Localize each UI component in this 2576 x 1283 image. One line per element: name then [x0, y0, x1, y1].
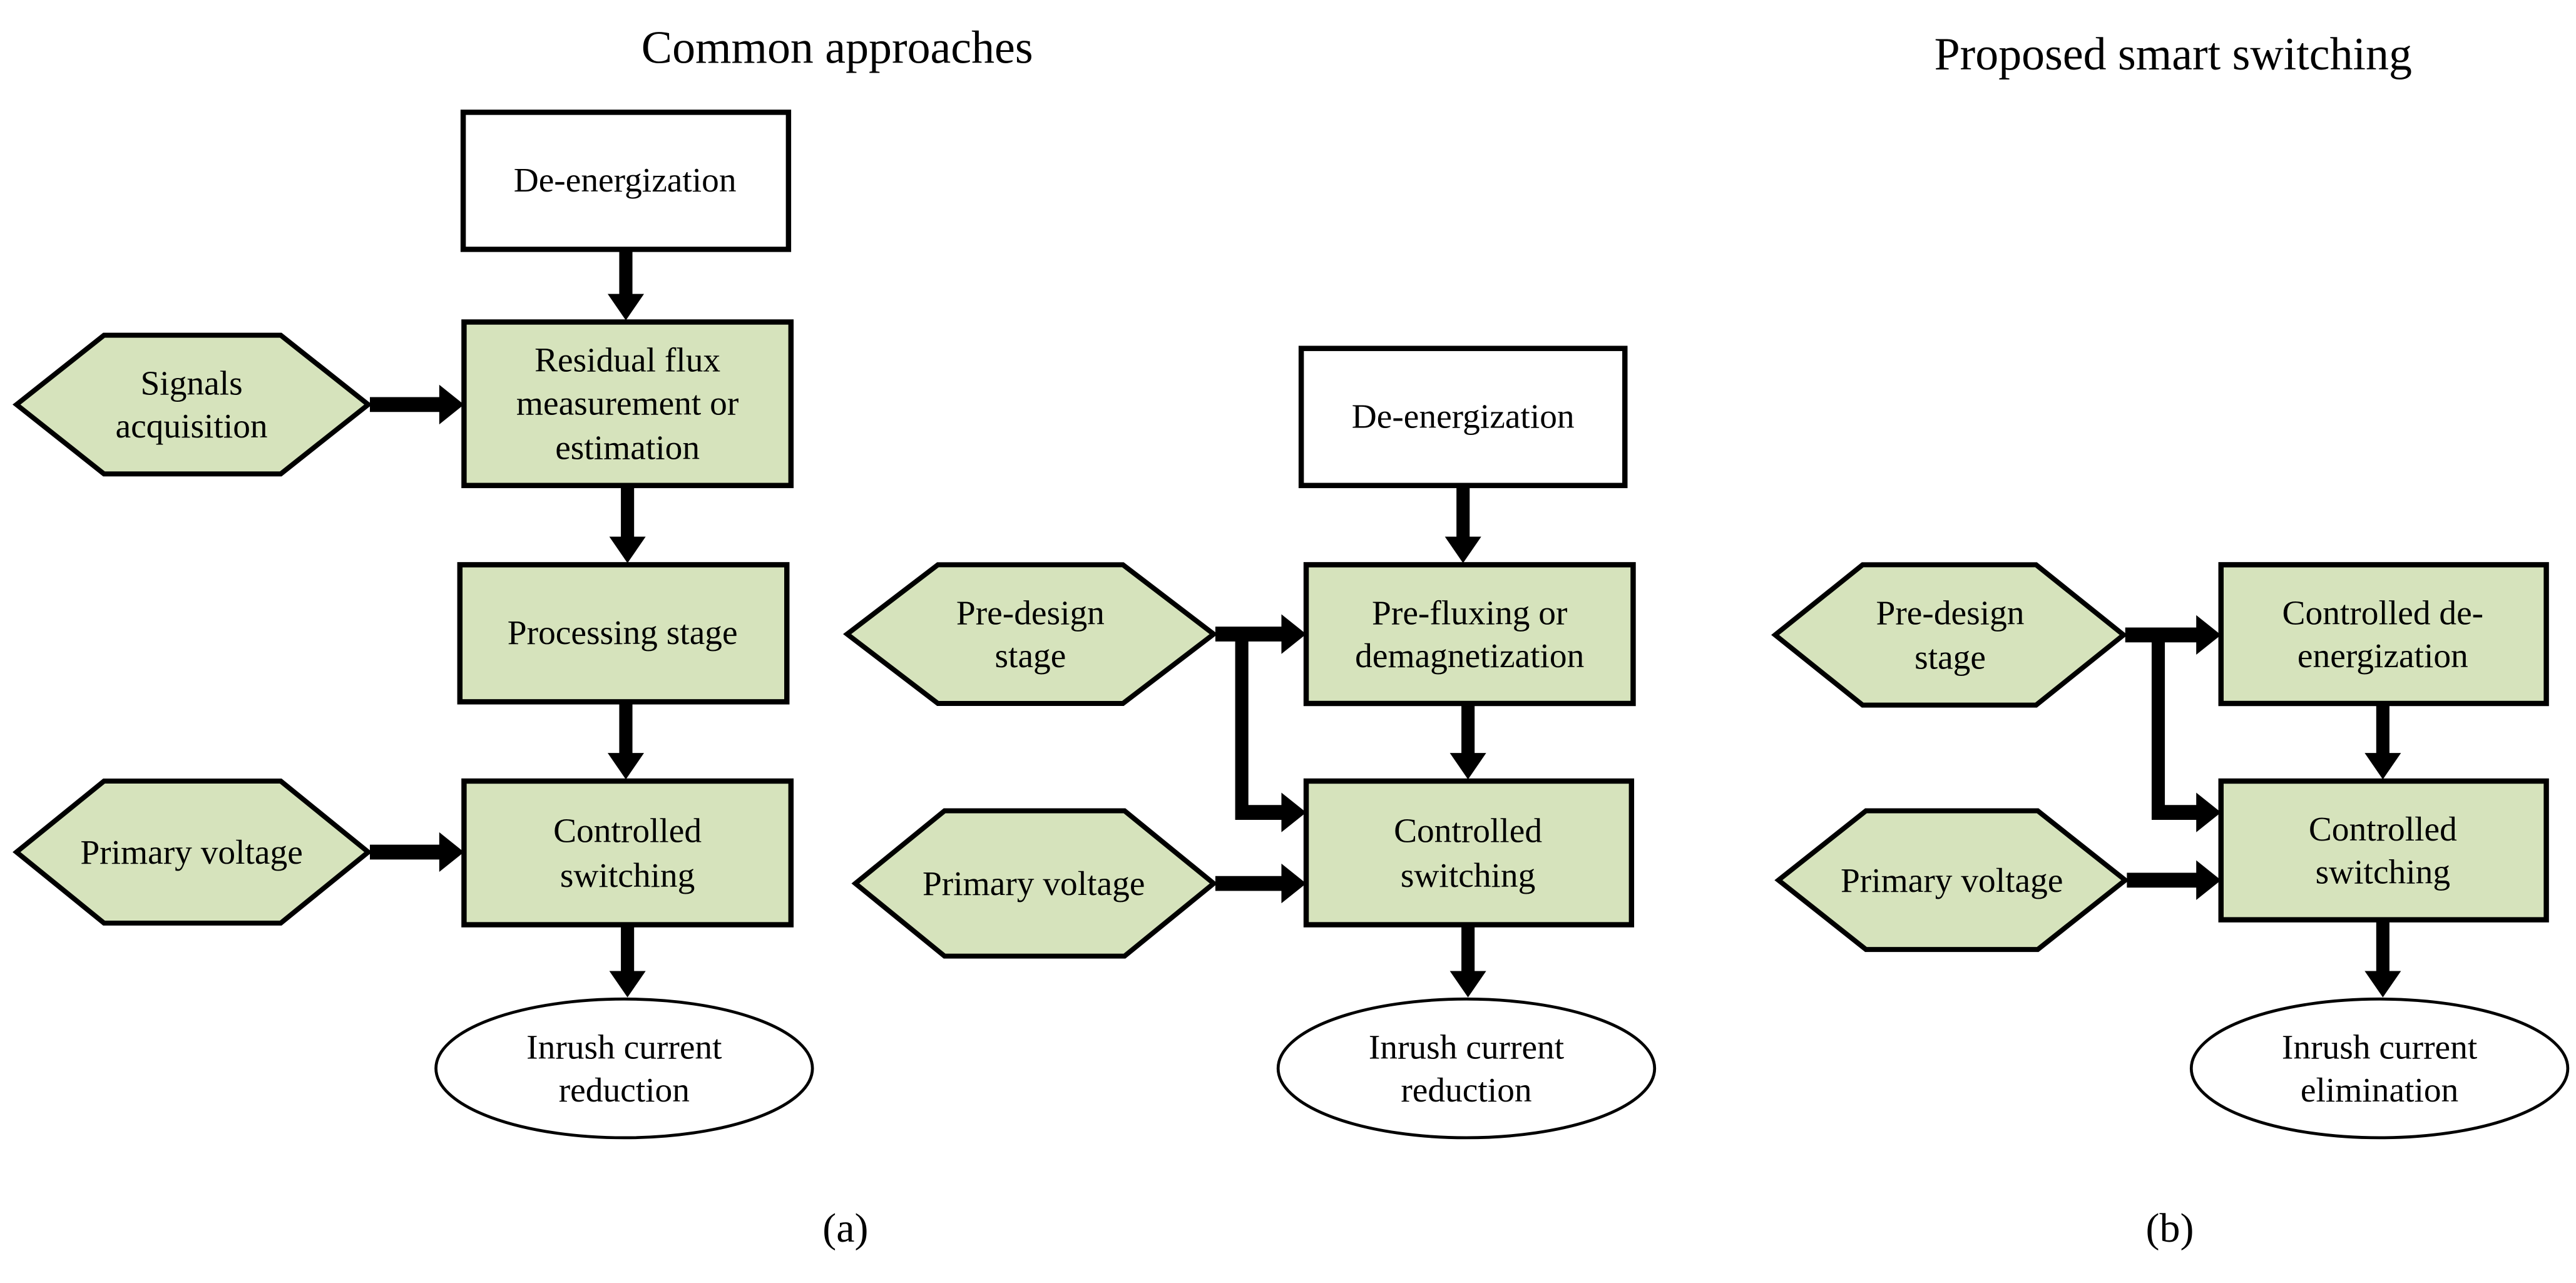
- panel-a-title: Common approaches: [641, 23, 1033, 74]
- box-controlled-switching-left: [461, 778, 794, 928]
- arrow-right-icon: [2125, 615, 2221, 655]
- panel-b-title: Proposed smart switching: [1934, 29, 2412, 81]
- arrow-branch-elbow-icon: [2151, 635, 2221, 832]
- hexagon-pre-design-right: [1771, 562, 2128, 708]
- hexagon-primary-voltage-right: [1774, 808, 2130, 953]
- label-primary-voltage-right: Primary voltage: [1840, 860, 2063, 900]
- arrow-right-icon: [2127, 860, 2221, 900]
- label-inrush-reduction-left: Inrush current reduction: [526, 1026, 722, 1110]
- arrow-right-icon: [370, 384, 464, 425]
- hexagon-pre-design-middle: [843, 562, 1218, 706]
- ellipse-inrush-elimination: [2189, 997, 2570, 1140]
- label-de-energization-middle: De-energization: [1351, 396, 1575, 437]
- label-inrush-reduction-middle: Inrush current reduction: [1368, 1026, 1565, 1110]
- hexagon-signals-acquisition: [13, 332, 372, 477]
- arrow-right-icon: [370, 832, 464, 872]
- arrow-down-icon: [609, 484, 646, 563]
- label-residual-flux: Residual flux measurement or estimation: [516, 340, 739, 467]
- arrow-down-icon: [1449, 702, 1486, 780]
- label-pre-design-right: Pre-design stage: [1876, 593, 2025, 677]
- label-primary-voltage-left: Primary voltage: [80, 832, 303, 872]
- arrow-down-icon: [607, 700, 645, 780]
- box-pre-fluxing: [1303, 562, 1636, 707]
- hexagon-primary-voltage-middle: [851, 808, 1218, 959]
- label-inrush-elimination: Inrush current elimination: [2281, 1026, 2478, 1110]
- label-controlled-switching-left: Controlled switching: [553, 810, 702, 894]
- arrow-down-icon: [1449, 923, 1486, 998]
- arrow-down-icon: [2364, 702, 2401, 780]
- ellipse-inrush-reduction-middle: [1276, 997, 1657, 1140]
- box-residual-flux: [461, 319, 794, 488]
- label-signals-acquisition: Signals acquisition: [115, 362, 268, 446]
- label-de-energization-left: De-energization: [513, 160, 737, 200]
- box-controlled-de-energization: [2218, 562, 2549, 707]
- arrow-right-icon: [1215, 614, 1307, 654]
- panel-b-caption: (b): [2145, 1207, 2194, 1252]
- ellipse-inrush-reduction-left: [434, 997, 814, 1140]
- label-controlled-switching-middle: Controlled switching: [1394, 810, 1543, 894]
- arrow-down-icon: [2364, 918, 2401, 998]
- label-pre-design-middle: Pre-design stage: [956, 592, 1105, 676]
- box-controlled-switching-middle: [1303, 778, 1635, 928]
- box-de-energization-middle: [1298, 345, 1628, 488]
- arrow-branch-elbow-icon: [1235, 634, 1307, 832]
- arrow-down-icon: [1444, 484, 1481, 563]
- arrow-down-icon: [609, 923, 646, 998]
- label-controlled-de-energization: Controlled de-energization: [2282, 592, 2484, 676]
- arrow-down-icon: [607, 249, 645, 320]
- arrow-right-icon: [1215, 863, 1307, 904]
- label-pre-fluxing: Pre-fluxing or demagnetization: [1355, 592, 1585, 676]
- box-controlled-switching-right: [2218, 778, 2549, 923]
- box-de-energization-left: [460, 110, 792, 252]
- label-controlled-switching-right: Controlled switching: [2308, 808, 2457, 892]
- label-processing-stage: Processing stage: [507, 613, 738, 653]
- label-primary-voltage-middle: Primary voltage: [922, 863, 1145, 903]
- hexagon-primary-voltage-left: [13, 779, 372, 926]
- panel-a-caption: (a): [822, 1207, 869, 1252]
- box-processing-stage: [457, 562, 790, 705]
